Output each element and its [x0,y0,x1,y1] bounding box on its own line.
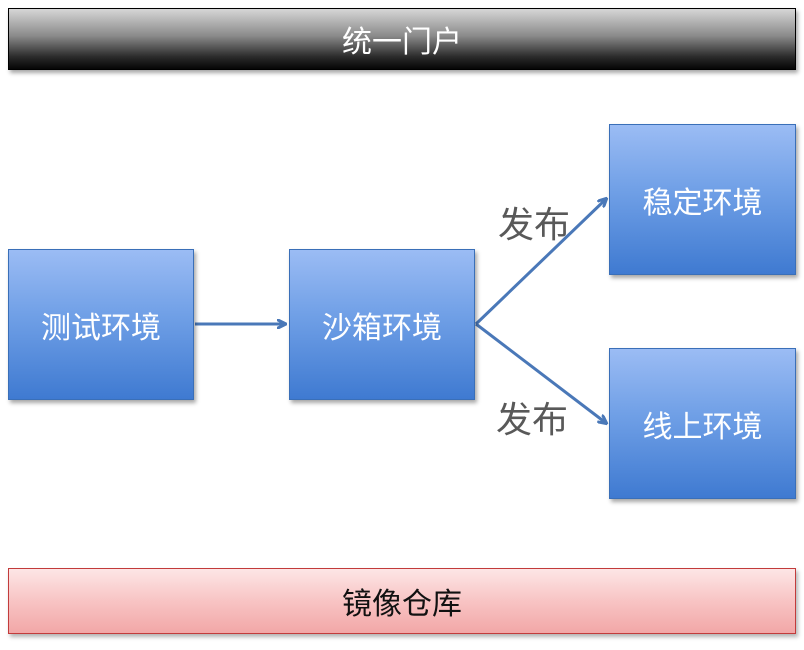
node-test-env: 测试环境 [8,249,194,400]
edge-label-publish-online: 发布 [496,400,569,441]
registry-label: 镜像仓库 [342,587,462,622]
node-stable-env: 稳定环境 [609,124,796,275]
arrow-sandbox-to-stable [474,199,606,326]
portal-label: 统一门户 [342,25,462,60]
edge-label-publish-stable: 发布 [498,205,571,246]
node-sandbox-env-label: 沙箱环境 [322,310,442,346]
node-online-env: 线上环境 [609,348,796,499]
node-stable-env-label: 稳定环境 [642,185,763,221]
portal-bar: 统一门户 [8,8,796,70]
node-online-env-label: 线上环境 [642,409,763,445]
node-sandbox-env: 沙箱环境 [289,249,475,400]
node-test-env-label: 测试环境 [41,310,161,346]
arrow-sandbox-to-online [475,322,606,423]
registry-bar: 镜像仓库 [8,568,796,634]
